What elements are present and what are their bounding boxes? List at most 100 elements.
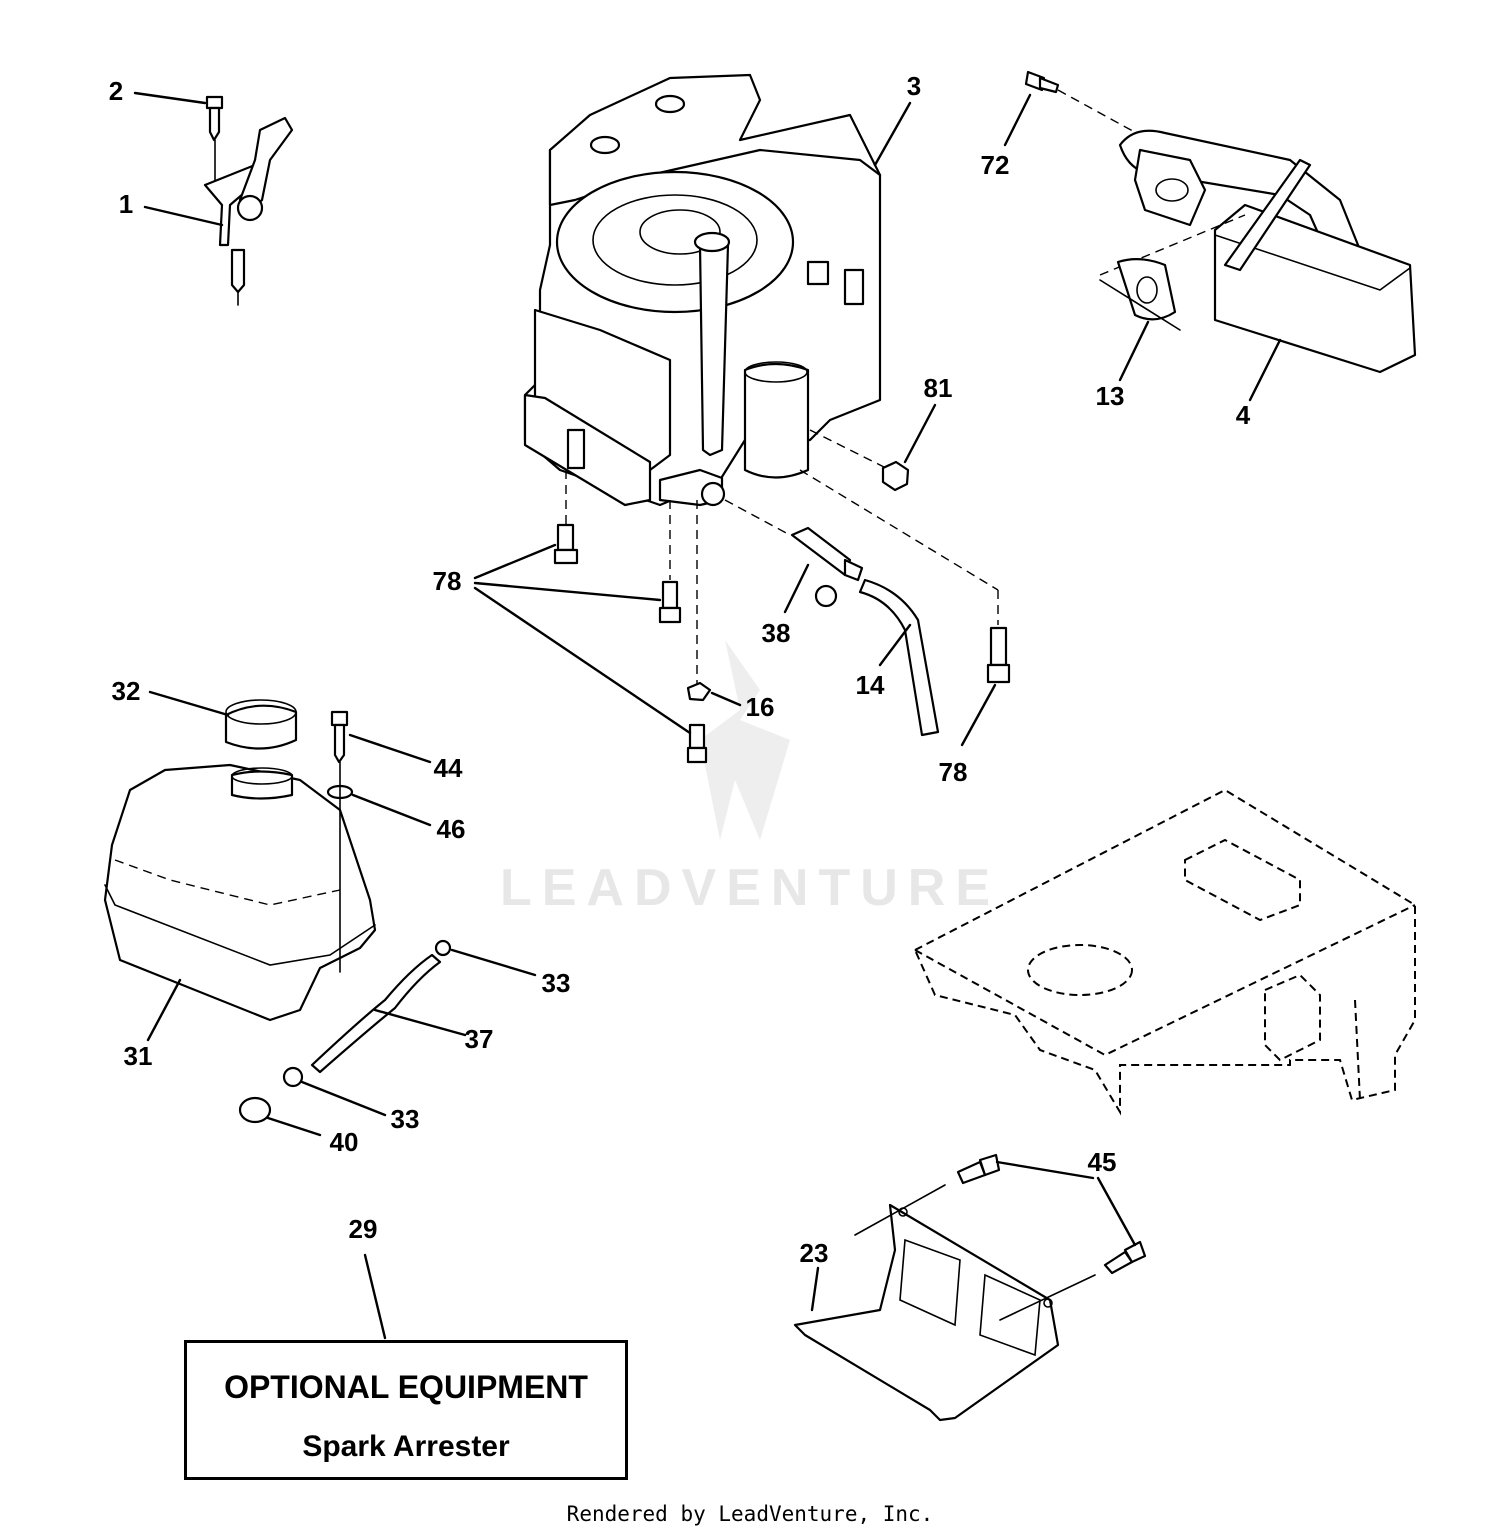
screw-45-a-head bbox=[978, 1153, 1001, 1177]
hose-clamp-33-top bbox=[434, 939, 452, 957]
arrester-window-a bbox=[899, 1238, 961, 1327]
filter-axis bbox=[724, 499, 791, 536]
leader-38 bbox=[783, 563, 810, 614]
optional-equipment-subtitle: Spark Arrester bbox=[302, 1430, 510, 1463]
fuel-filter-body bbox=[790, 526, 852, 577]
leader-72 bbox=[1003, 93, 1032, 147]
callout-37: 37 bbox=[465, 1024, 494, 1054]
fuel-tank-31 bbox=[103, 763, 377, 1022]
pipe-flange-hole bbox=[1155, 178, 1189, 202]
fuel-filter-outlet bbox=[843, 558, 864, 582]
tank-neck-rim bbox=[231, 767, 293, 785]
lock-washer-16 bbox=[686, 681, 712, 702]
callout-33-bottom: 33 bbox=[391, 1104, 420, 1134]
lever-pivot bbox=[236, 194, 264, 222]
fuel-line-37 bbox=[310, 953, 442, 1074]
callout-16: 16 bbox=[746, 692, 775, 722]
leader-78-d bbox=[960, 683, 997, 747]
leader-3 bbox=[873, 101, 912, 167]
screw-44-shank bbox=[333, 723, 346, 764]
leader-37 bbox=[373, 1008, 467, 1037]
callout-3: 3 bbox=[907, 71, 921, 101]
callout-40: 40 bbox=[330, 1127, 359, 1157]
callout-78-left: 78 bbox=[433, 566, 462, 596]
blower-inner-ring bbox=[592, 194, 758, 286]
leader-4 bbox=[1248, 338, 1282, 402]
callout-29: 29 bbox=[349, 1214, 378, 1244]
throttle-lever bbox=[238, 116, 294, 212]
callout-4: 4 bbox=[1236, 400, 1251, 430]
leader-78-c bbox=[473, 586, 692, 735]
callout-14: 14 bbox=[856, 670, 885, 700]
fuel-line-assembly bbox=[238, 939, 452, 1124]
engine-bracket-a bbox=[806, 260, 830, 286]
gasket-hole bbox=[1136, 276, 1158, 304]
screw-2-shank bbox=[208, 106, 221, 142]
engine-mount-boss bbox=[566, 428, 586, 470]
tank-inner-dash bbox=[114, 859, 341, 906]
leader-45-b bbox=[1096, 1176, 1137, 1247]
chassis-frame bbox=[913, 788, 1416, 1116]
frame-cutout bbox=[1027, 944, 1133, 996]
bolt-78-e bbox=[989, 626, 1008, 667]
bolt-78-c-head bbox=[658, 606, 682, 624]
gasket-axis bbox=[1099, 279, 1181, 331]
callout-23: 23 bbox=[800, 1238, 829, 1268]
engine-bracket-b bbox=[843, 268, 865, 306]
tank-filler-neck bbox=[230, 770, 294, 800]
muffler-top-edge bbox=[1214, 234, 1411, 291]
fuel-tank-assembly bbox=[103, 699, 377, 1022]
leader-13 bbox=[1118, 320, 1150, 382]
leader-78-a bbox=[473, 543, 557, 580]
arrester-axis-a bbox=[854, 1184, 946, 1236]
bolt-78-e-head bbox=[986, 663, 1011, 684]
frame-bracket-b bbox=[1354, 999, 1361, 1101]
nut-axis bbox=[809, 429, 891, 471]
leader-33-a bbox=[450, 948, 537, 977]
arrester-hole-b bbox=[1043, 1298, 1053, 1308]
cable-end bbox=[230, 248, 246, 294]
bolt-72-axis bbox=[1057, 89, 1141, 136]
oil-filter-top bbox=[744, 361, 808, 383]
bolt-72-shank bbox=[1038, 76, 1060, 94]
leader-81 bbox=[903, 403, 937, 464]
engine-base-flange bbox=[523, 393, 652, 507]
muffler-assembly bbox=[1024, 70, 1417, 374]
callout-labels: 2 1 3 72 13 4 81 78 38 14 16 78 32 44 46… bbox=[109, 71, 1251, 1268]
drain-port bbox=[700, 481, 726, 507]
watermark-logo-icon bbox=[700, 640, 790, 840]
bolt-78-b bbox=[661, 580, 679, 610]
leader-46 bbox=[351, 793, 432, 827]
leader-2 bbox=[133, 91, 207, 105]
exhaust-gasket-13 bbox=[1116, 258, 1177, 321]
leader-78-b bbox=[473, 581, 662, 602]
leader-14 bbox=[878, 623, 912, 667]
muffler-body bbox=[1213, 203, 1417, 374]
nut-81 bbox=[799, 429, 999, 625]
callout-46: 46 bbox=[437, 814, 466, 844]
leader-32 bbox=[148, 690, 230, 717]
muffler-axis bbox=[1099, 214, 1246, 276]
fuel-hose-14 bbox=[858, 578, 940, 737]
leader-40 bbox=[266, 1116, 322, 1137]
leader-45-a bbox=[995, 1160, 1095, 1180]
leader-31 bbox=[146, 978, 182, 1042]
watermark: LEADVENTURE bbox=[500, 640, 990, 917]
fuel-clamp bbox=[814, 584, 838, 608]
fuel-filter-38 bbox=[724, 499, 940, 737]
throttle-control-assembly bbox=[203, 95, 294, 306]
blower-housing bbox=[555, 170, 795, 314]
nut-81-body bbox=[881, 460, 910, 492]
blower-hub bbox=[639, 209, 721, 255]
arrester-window-b bbox=[979, 1273, 1041, 1357]
bolt-78-a bbox=[556, 523, 575, 552]
optional-equipment-title: OPTIONAL EQUIPMENT bbox=[224, 1369, 588, 1405]
leader-16 bbox=[710, 691, 742, 707]
frame-bracket-a bbox=[1264, 973, 1321, 1062]
engine-assembly bbox=[523, 73, 882, 507]
callout-45: 45 bbox=[1088, 1147, 1117, 1177]
callout-13: 13 bbox=[1096, 381, 1125, 411]
bolt-78-a-head bbox=[553, 548, 579, 565]
leader-33-b bbox=[300, 1080, 387, 1117]
